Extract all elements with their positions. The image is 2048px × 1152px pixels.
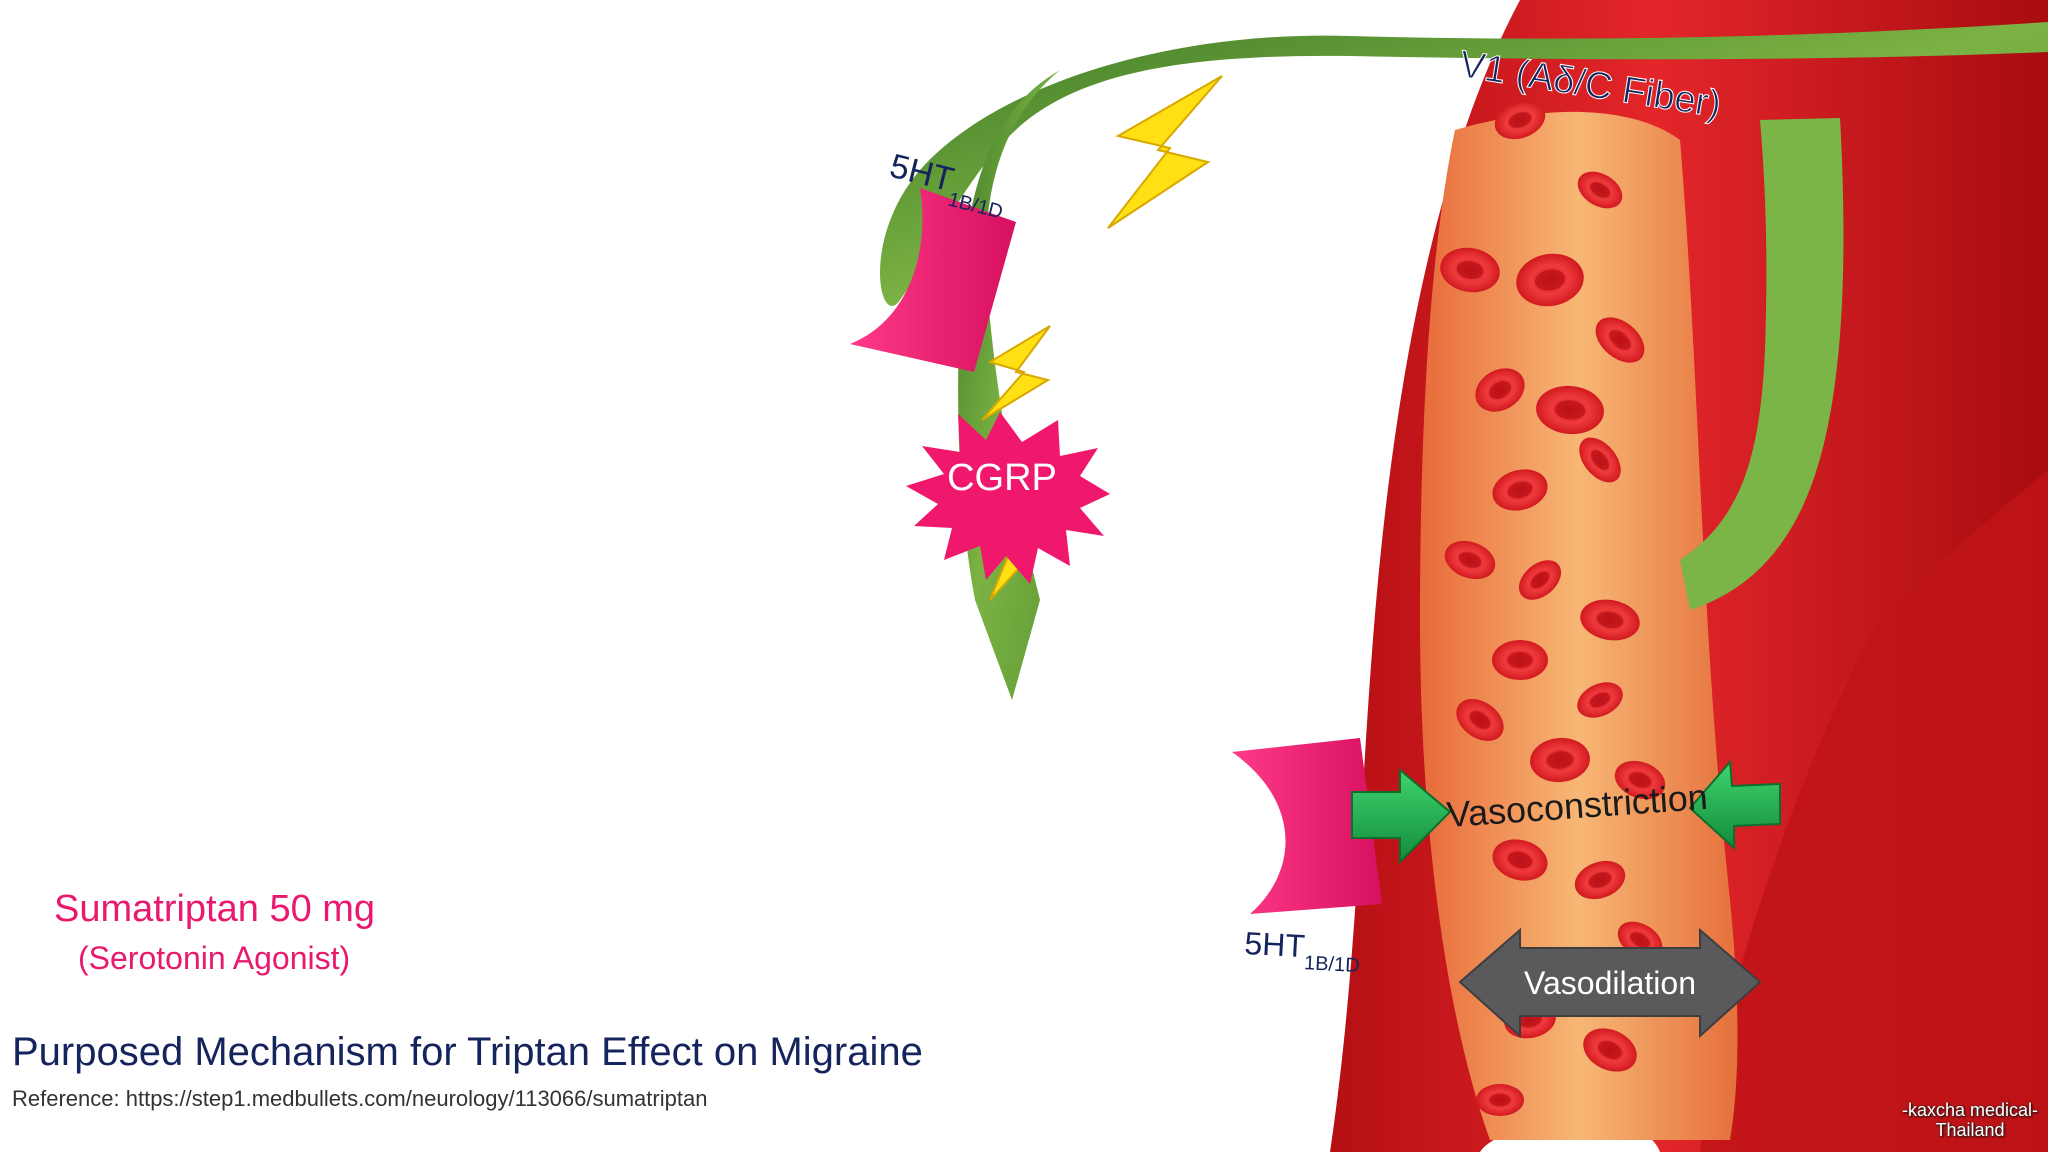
red-blood-cell	[1583, 1028, 1637, 1072]
receptor-bottom: 5HT1B/1D	[1232, 738, 1382, 977]
double-arrow-icon	[1458, 927, 1762, 1039]
red-blood-cell	[1579, 437, 1621, 483]
red-blood-cell	[1475, 368, 1525, 412]
red-blood-cell	[1476, 1084, 1524, 1116]
red-blood-cell	[1595, 317, 1645, 363]
red-blood-cell	[1577, 682, 1623, 718]
red-blood-cell	[1516, 253, 1584, 307]
receptor-top-shape	[850, 188, 1016, 372]
red-blood-cell	[1577, 171, 1623, 209]
vasodilation-arrow: Vasodilation	[1458, 927, 1762, 1039]
vessel-lumen	[1420, 111, 1738, 1141]
watermark-line-2: Thailand	[1935, 1120, 2005, 1140]
red-blood-cell	[1440, 247, 1500, 293]
slide-title: Purposed Mechanism for Triptan Effect on…	[12, 1030, 923, 1074]
vessel-bulge	[1700, 470, 2048, 1152]
receptor-bottom-label: 5HT1B/1D	[1243, 925, 1361, 977]
red-blood-cell	[1456, 699, 1504, 741]
red-blood-cell	[1574, 860, 1626, 900]
arrow-left-icon	[1688, 759, 1781, 851]
lightning-icon	[981, 325, 1051, 421]
red-blood-cell	[1494, 100, 1546, 140]
cgrp-label: CGRP	[947, 457, 1057, 499]
red-blood-cell	[1444, 540, 1496, 580]
drug-name: Sumatriptan 50 mg	[54, 888, 376, 930]
arrow-right-icon	[1351, 767, 1452, 865]
red-blood-cell	[1492, 469, 1548, 511]
red-blood-cell	[1536, 385, 1604, 435]
nerve-right-branch	[1680, 118, 1844, 610]
red-blood-cell	[1614, 760, 1666, 800]
red-blood-cell	[1530, 737, 1590, 783]
red-blood-cell	[1492, 839, 1548, 881]
cgrp-starburst: CGRP	[906, 412, 1110, 584]
cgrp-burst-shape	[906, 412, 1110, 584]
lightning-icon	[1107, 75, 1223, 229]
drug-class: (Serotonin Agonist)	[78, 940, 351, 976]
reference-text: Reference: https://step1.medbullets.com/…	[12, 1086, 708, 1111]
watermark: -kaxcha medical- Thailand	[1902, 1100, 2038, 1140]
red-blood-cell	[1518, 560, 1562, 600]
vasodilation-label: Vasodilation	[1524, 965, 1696, 1001]
red-blood-cell	[1580, 599, 1640, 641]
red-blood-cells	[1440, 100, 1666, 1116]
red-blood-cell	[1492, 640, 1548, 680]
watermark-line-1: -kaxcha medical-	[1901, 1100, 2038, 1120]
nerve-main-trunk	[880, 22, 2048, 306]
receptor-bottom-shape	[1232, 738, 1382, 914]
